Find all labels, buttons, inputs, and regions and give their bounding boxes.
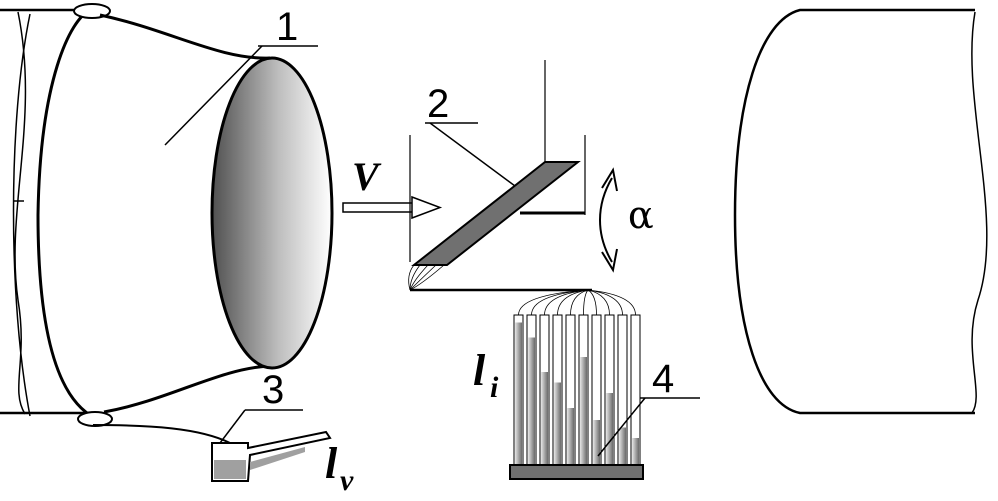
- tube-fluid-column: [554, 382, 561, 465]
- angle-alpha: α: [599, 167, 654, 273]
- li-sub: i: [490, 371, 499, 404]
- tube-feed-line: [557, 289, 589, 316]
- label-2: 2: [427, 82, 449, 126]
- tube-feed-line: [587, 289, 636, 316]
- label-3: 3: [262, 368, 284, 412]
- tube-feed-line: [570, 289, 589, 316]
- tube-feed-line: [518, 289, 589, 316]
- lv-main: l: [325, 439, 338, 488]
- tube-feed-line: [587, 289, 610, 316]
- velocity-arrow: V: [342, 154, 443, 220]
- label-1: 1: [276, 5, 298, 49]
- tube-fluid-column: [515, 322, 522, 465]
- tube-feed-line: [587, 289, 597, 316]
- alpha-label: α: [628, 193, 654, 237]
- tube-feed-line: [583, 289, 589, 316]
- lv-sub: v: [340, 464, 354, 497]
- li-label: l i: [473, 346, 499, 404]
- velocity-label: V: [352, 154, 382, 199]
- tube-fluid-column: [606, 393, 613, 465]
- tube-fluid-column: [619, 427, 626, 465]
- label-1-group: 1: [164, 5, 318, 146]
- tube-fluid-column: [567, 408, 574, 465]
- tube-fluid-column: [593, 420, 600, 465]
- tube-fluid-column: [632, 438, 639, 465]
- plate-edge-threads: [408, 264, 445, 291]
- tube-fluid-column: [528, 337, 535, 465]
- label-4-group: 4: [597, 357, 700, 457]
- inclined-plate: [408, 60, 592, 292]
- left-tunnel-wall: [0, 8, 90, 417]
- label-2-group: 2: [425, 82, 516, 187]
- li-main: l: [473, 346, 486, 395]
- tube-feed-line: [544, 289, 589, 316]
- tube-rack: [509, 289, 644, 480]
- manometer: 3 l v: [92, 368, 354, 497]
- tube-fluid-column: [541, 372, 548, 465]
- tube-feed-line: [587, 289, 623, 316]
- label-4: 4: [652, 357, 674, 401]
- nozzle: [36, 3, 334, 427]
- tube-fluid-column: [580, 357, 587, 465]
- right-tunnel: [733, 8, 988, 415]
- tube-rack-base: [509, 464, 644, 480]
- nozzle-exit-screen: [210, 56, 334, 370]
